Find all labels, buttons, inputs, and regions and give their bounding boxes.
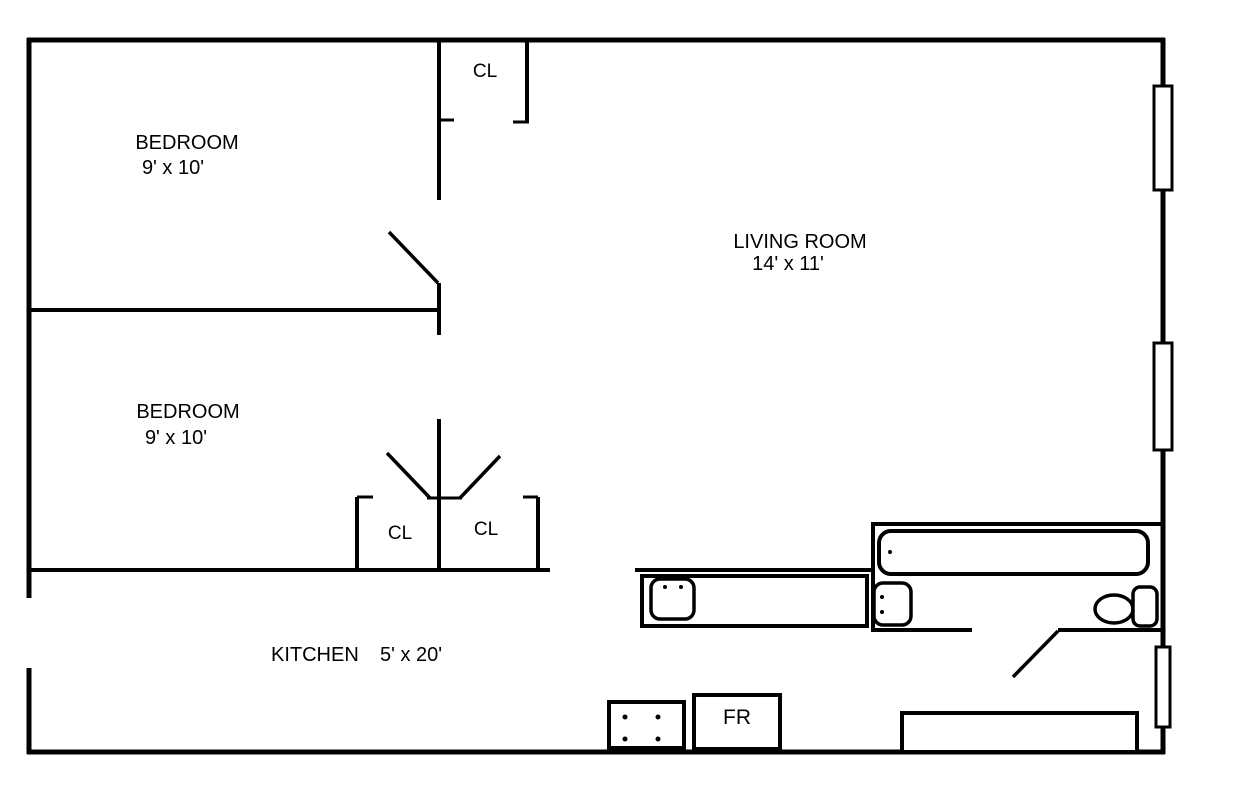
- refrigerator-label: FR: [723, 706, 751, 729]
- bedroom-2-label: BEDROOM: [136, 401, 240, 423]
- closet-left-label: CL: [387, 523, 413, 544]
- bathtub: [877, 529, 1150, 576]
- living-room-dimensions: 14' x 11': [752, 253, 824, 275]
- stove-burner-dots: [655, 714, 661, 720]
- stove-burner-dots: [622, 714, 628, 720]
- kitchen-dimensions: 5' x 20': [380, 644, 443, 666]
- toilet-bowl: [1093, 593, 1135, 625]
- bottom-right-window: [1154, 645, 1172, 729]
- stove-burner-dots: [622, 736, 628, 742]
- bathroom-door-swing: [1011, 629, 1060, 679]
- bedroom-2-dimensions: 9' x 10': [144, 427, 208, 449]
- stove: [607, 700, 686, 750]
- living-room-label: LIVING ROOM: [733, 231, 867, 253]
- kitchen-sink: [649, 577, 696, 621]
- bedroom-1-dimensions: 9' x 10': [141, 157, 205, 179]
- toilet-tank: [1131, 585, 1159, 628]
- bathtub-faucet-dot: [888, 550, 892, 554]
- living-room-window-upper: [1152, 84, 1174, 192]
- closet-right-door-swing: [458, 454, 502, 500]
- bathroom-sink-dots: [880, 610, 884, 614]
- kitchen-label: KITCHEN: [271, 644, 359, 666]
- refrigerator-box: [692, 693, 782, 751]
- bathroom-sink-dots: [880, 595, 884, 599]
- closet-left-door-swing: [385, 451, 432, 500]
- closet-top-label: CL: [472, 61, 498, 82]
- sofa: [900, 711, 1139, 754]
- living-room-window-lower: [1152, 341, 1174, 452]
- bedroom1-door-swing: [387, 230, 440, 285]
- kitchen-sink-dots: [679, 585, 683, 589]
- closet-right-label: CL: [473, 519, 499, 540]
- bathroom-sink: [872, 581, 913, 627]
- kitchen-sink-dots: [663, 585, 667, 589]
- stove-burner-dots: [655, 736, 661, 742]
- bedroom-1-label: BEDROOM: [135, 132, 239, 154]
